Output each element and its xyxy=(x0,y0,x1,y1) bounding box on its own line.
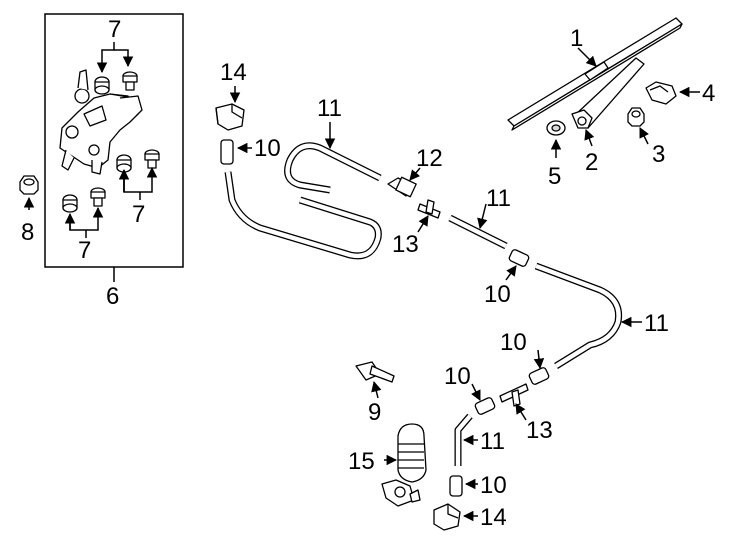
motor-assembly-box: 6 xyxy=(44,13,184,310)
hose-short-vertical: 11 xyxy=(454,413,505,466)
callout-15: 15 xyxy=(348,448,375,475)
leader-13-a xyxy=(417,215,429,233)
callout-10-b: 10 xyxy=(484,281,511,308)
nozzle-9: 9 xyxy=(355,361,395,426)
callout-8: 8 xyxy=(21,219,34,246)
leader-12 xyxy=(409,167,421,181)
callout-12: 12 xyxy=(416,145,443,172)
hose-sleeve-10-right: 10 xyxy=(500,329,550,385)
cap-4: 4 xyxy=(645,80,715,107)
callout-1: 1 xyxy=(570,25,583,52)
callout-7-top: 7 xyxy=(108,16,121,43)
leader-11-b xyxy=(477,203,488,230)
callout-13-a: 13 xyxy=(392,231,419,258)
callout-2: 2 xyxy=(585,149,598,176)
hose-sleeve-10-middle: 10 xyxy=(484,249,530,308)
callout-9: 9 xyxy=(368,399,381,426)
leader-3 xyxy=(639,127,649,145)
check-valve-12: 12 xyxy=(387,145,443,198)
t-connector-13-upper: 13 xyxy=(392,199,441,258)
callout-10-a: 10 xyxy=(254,135,281,162)
callout-10-d: 10 xyxy=(444,363,471,390)
bolt-top-right xyxy=(122,71,138,91)
hose-bend-right: 11 xyxy=(534,262,669,369)
callout-11-d: 11 xyxy=(480,428,505,455)
bolt-bottom-right xyxy=(90,187,106,207)
leader-2 xyxy=(584,129,595,147)
callout-11-a: 11 xyxy=(317,95,342,122)
callout-14-a: 14 xyxy=(220,59,247,86)
wiper-motor xyxy=(59,69,143,175)
leader-10-c xyxy=(533,349,545,370)
callout-7-bottom: 7 xyxy=(78,237,91,264)
callout-10-e: 10 xyxy=(480,472,507,499)
nut-8: 8 xyxy=(19,175,39,246)
callout-11-c: 11 xyxy=(644,310,669,337)
leader-7-top-a xyxy=(96,42,115,74)
callout-14-b: 14 xyxy=(480,504,507,531)
leader-7-top-b xyxy=(114,49,134,68)
seal-5: 5 xyxy=(546,120,566,190)
leader-13-b xyxy=(515,403,527,421)
t-connector-13-lower: 13 xyxy=(499,383,553,444)
callout-11-b: 11 xyxy=(486,185,511,212)
elbow-14-bottom: 14 xyxy=(433,503,507,531)
callout-10-c: 10 xyxy=(500,329,527,356)
hose-sleeve-10-top: 10 xyxy=(220,135,281,165)
wiper-blade: 1 xyxy=(507,17,683,131)
callout-5: 5 xyxy=(548,163,561,190)
hose-sleeve-10-bottom: 10 xyxy=(449,472,507,499)
callout-3: 3 xyxy=(652,141,665,168)
hose-loop-left: 11 xyxy=(224,95,382,260)
hose-sleeve-10-lower: 10 xyxy=(444,363,496,415)
bolt-mid-right xyxy=(144,149,160,169)
hose-straight-middle: 11 xyxy=(448,185,511,250)
elbow-14-top: 14 xyxy=(215,59,247,131)
leader-1 xyxy=(577,47,597,67)
callout-6: 6 xyxy=(106,283,119,310)
grommet-mid-left xyxy=(116,154,132,173)
callout-13-b: 13 xyxy=(526,417,553,444)
leader-10-b xyxy=(505,265,517,281)
grommet-top-left xyxy=(94,76,110,95)
leader-10-d xyxy=(471,383,481,401)
nut-3: 3 xyxy=(627,107,665,168)
washer-pump-15: 15 xyxy=(348,423,427,507)
callout-7-right: 7 xyxy=(132,201,145,228)
callout-4: 4 xyxy=(702,80,715,107)
wiper-arm: 2 xyxy=(571,57,645,176)
leader-9 xyxy=(371,380,382,399)
grommet-bottom-left xyxy=(62,194,78,213)
